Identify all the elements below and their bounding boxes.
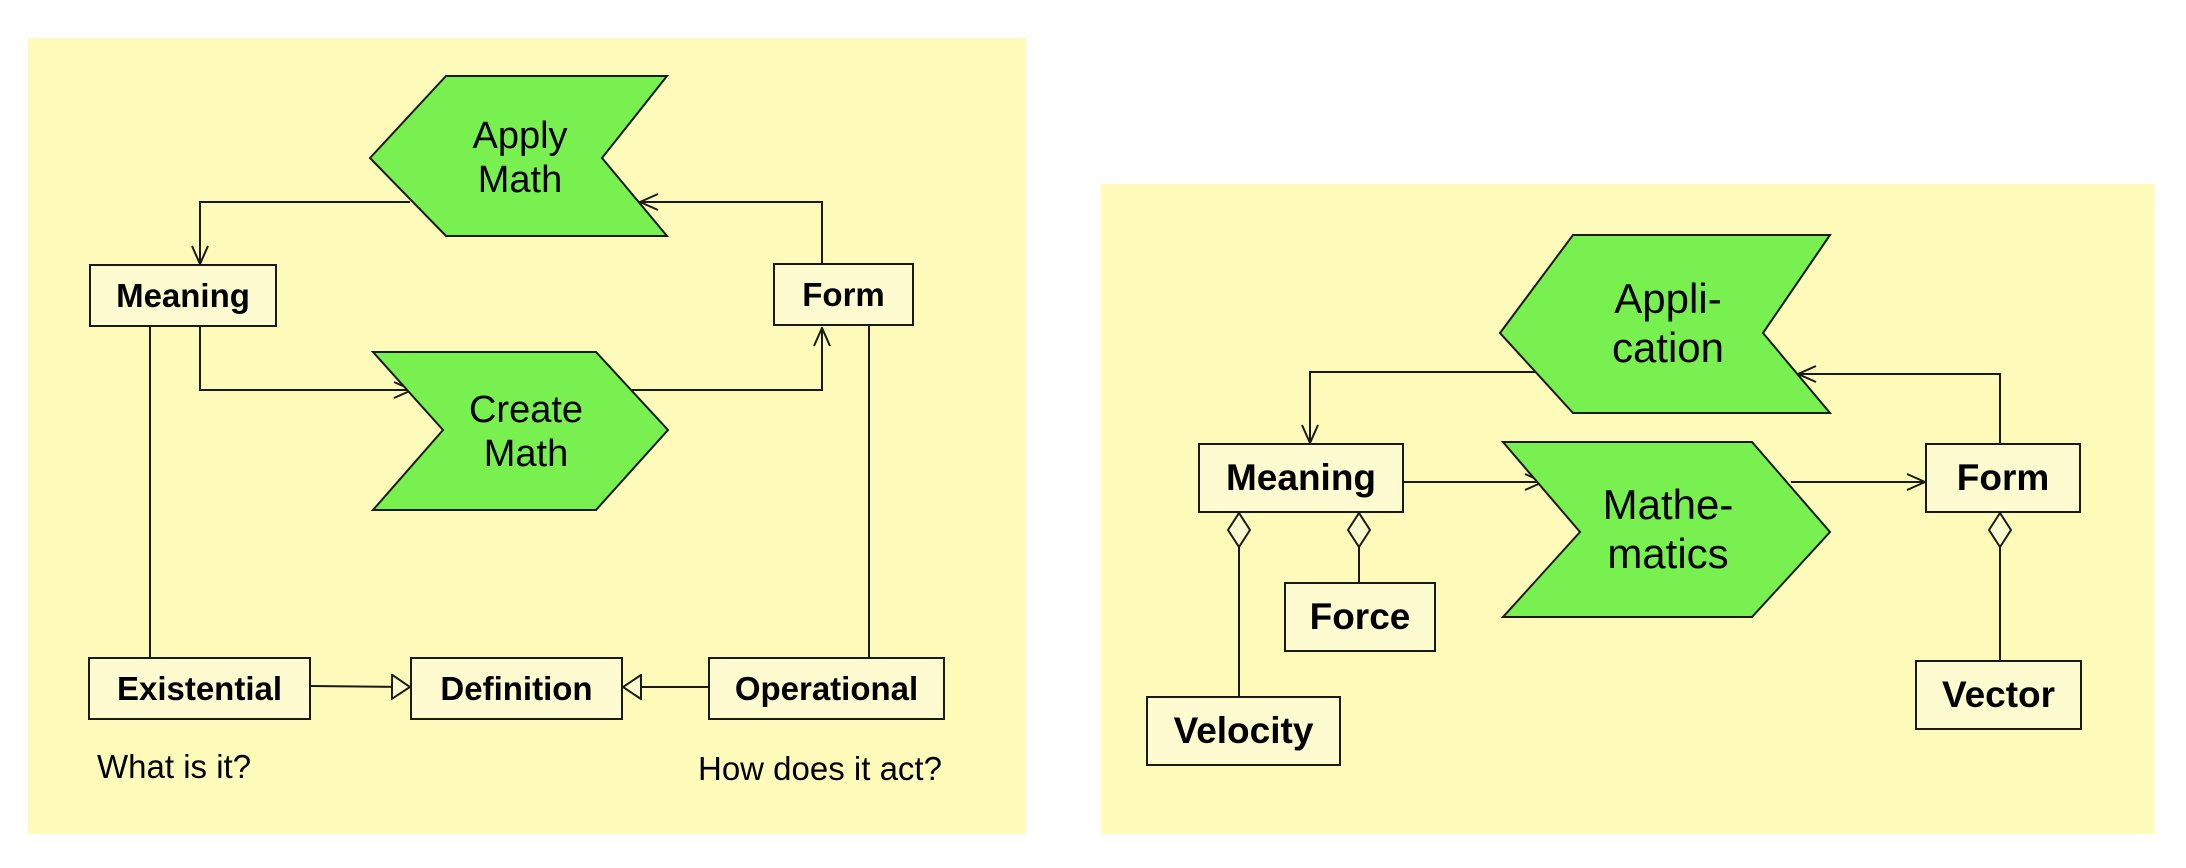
connector-meaning-to-create: [199, 327, 412, 390]
connector-form-to-apply: [640, 202, 823, 263]
apply-math-label: Apply Math: [430, 96, 610, 220]
form-box-right: Form: [1925, 443, 2081, 513]
apply-math-label-line-2: Math: [477, 159, 563, 201]
mathematics-label-line-1: Mathe-: [1602, 481, 1734, 529]
connector-application-to-meaning: [1310, 371, 1546, 443]
force-box: Force: [1284, 582, 1436, 652]
connector-existential-to-definition: [310, 686, 410, 687]
mathematics-label: Mathe- matics: [1568, 468, 1768, 592]
create-math-shape: [370, 351, 670, 511]
connector-create-to-form: [632, 328, 822, 391]
apply-math-label-line-1: Apply: [472, 114, 568, 157]
velocity-box: Velocity: [1146, 696, 1341, 766]
operational-caption: How does it act?: [698, 750, 942, 787]
operational-box: Operational: [708, 657, 945, 720]
mathematics-shape: [1500, 441, 1832, 618]
connector-form-to-application: [1798, 374, 2001, 443]
connector-apply-to-meaning: [200, 201, 410, 264]
create-math-label-line-2: Math: [483, 433, 569, 475]
mathematics-label-line-2: matics: [1607, 530, 1729, 577]
application-shape: [1498, 234, 1833, 414]
form-box-left: Form: [773, 263, 914, 326]
meaning-box-right: Meaning: [1198, 443, 1404, 513]
application-label: Appli- cation: [1578, 262, 1758, 386]
meaning-box-left: Meaning: [89, 264, 277, 327]
vector-box: Vector: [1915, 660, 2082, 730]
application-label-line-1: Appli-: [1614, 275, 1722, 323]
create-math-label-line-1: Create: [468, 388, 584, 431]
create-math-label: Create Math: [436, 370, 616, 494]
definition-box: Definition: [410, 657, 623, 720]
existential-caption: What is it?: [97, 748, 252, 785]
application-label-line-2: cation: [1611, 324, 1725, 371]
apply-math-shape: [368, 75, 670, 237]
existential-box: Existential: [88, 657, 311, 720]
